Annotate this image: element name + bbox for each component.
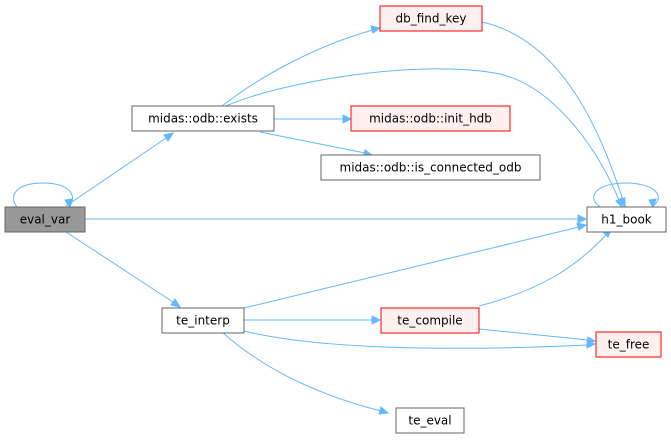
edge-exists-to-init-hdb [274, 114, 353, 124]
edge-eval-var-to-exists [65, 132, 175, 207]
edge-db-find-key-to-h1-book [481, 21, 626, 209]
edge-te-interp-to-te-free [243, 330, 597, 349]
node-te-eval[interactable]: te_eval [395, 407, 465, 434]
node-db-find-key[interactable]: db_find_key [379, 5, 483, 32]
node-eval-var[interactable]: eval_var [4, 206, 86, 233]
node-midas-odb-is-connected-odb-label: midas::odb::is_connected_odb [340, 161, 522, 175]
node-te-compile[interactable]: te_compile [380, 307, 480, 334]
edge-te-interp-to-te-compile [244, 315, 382, 325]
edge-te-compile-to-te-free [478, 328, 597, 345]
edge-eval-var-to-te-interp [65, 231, 182, 308]
node-te-interp-label: te_interp [176, 314, 230, 328]
edge-eval-var-self [12, 182, 74, 210]
node-te-interp[interactable]: te_interp [161, 307, 245, 334]
edge-exists-to-is-connected [259, 131, 374, 158]
node-db-find-key-label: db_find_key [395, 12, 466, 26]
edge-exists-to-h1-book [225, 68, 623, 209]
node-te-eval-label: te_eval [408, 414, 451, 428]
node-h1-book[interactable]: h1_book [586, 206, 667, 233]
edge-te-interp-to-te-eval [221, 331, 390, 415]
node-midas-odb-is-connected-odb[interactable]: midas::odb::is_connected_odb [320, 154, 541, 181]
edge-te-interp-to-h1-book [243, 222, 588, 309]
node-te-free[interactable]: te_free [595, 331, 662, 358]
node-h1-book-label: h1_book [601, 213, 652, 227]
node-midas-odb-exists[interactable]: midas::odb::exists [131, 105, 275, 132]
node-eval-var-label: eval_var [20, 213, 71, 227]
edge-te-compile-to-h1-book [478, 229, 612, 307]
edge-eval-var-to-h1-book [85, 214, 588, 224]
node-midas-odb-init-hdb[interactable]: midas::odb::init_hdb [350, 105, 511, 132]
edge-exists-to-db-find-key [221, 25, 382, 107]
node-te-compile-label: te_compile [397, 314, 462, 328]
node-te-free-label: te_free [608, 338, 650, 352]
edge-h1-book-self [593, 182, 659, 210]
node-midas-odb-init-hdb-label: midas::odb::init_hdb [369, 112, 492, 126]
node-midas-odb-exists-label: midas::odb::exists [148, 112, 258, 126]
